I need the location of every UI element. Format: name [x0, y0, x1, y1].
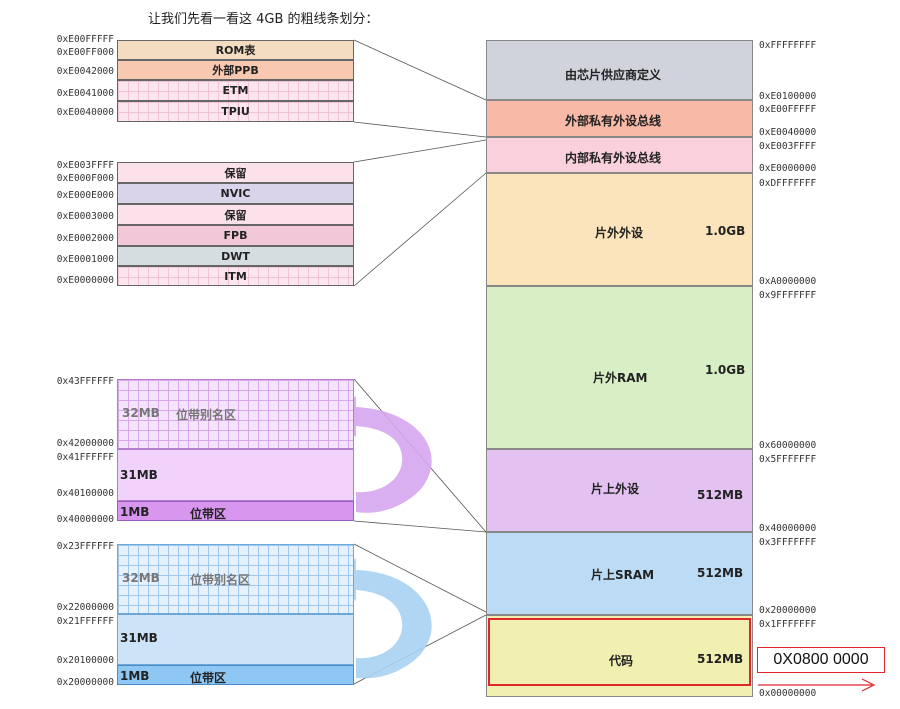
reserved-block-1: 保留 [117, 162, 354, 183]
segment-external-ram-label: 片外RAM [593, 371, 648, 385]
ppb-upper-addr-3: 0xE0041000 [56, 88, 114, 99]
map-addr-5: 0xE0000000 [759, 163, 817, 174]
segment-peripheral: 片上外设 512MB [486, 449, 753, 532]
sram-bb-addr-0: 0x23FFFFFF [56, 541, 114, 552]
segment-external-device-label: 片外外设 [595, 226, 644, 240]
map-addr-9: 0x60000000 [759, 440, 817, 451]
rom-table-block: ROM表 [117, 40, 354, 60]
segment-external-ram: 片外RAM 1.0GB [486, 286, 753, 449]
ppb-lower-addr-1: 0xE000F000 [56, 173, 114, 184]
nvic-block: NVIC [117, 183, 354, 204]
segment-vendor-defined: 由芯片供应商定义 [486, 40, 753, 100]
ppb-upper-addr-1: 0xE00FF000 [56, 47, 114, 58]
itm-block: ITM [117, 266, 354, 286]
map-addr-15: 0x00000000 [759, 688, 817, 699]
map-addr-14: 0x1FFFFFFF [759, 619, 817, 630]
periph-alias-size: 32MB [122, 406, 160, 420]
segment-internal-ppb: 内部私有外设总线 [486, 137, 753, 173]
periph-bb-addr-3: 0x40100000 [56, 488, 114, 499]
dwt-block: DWT [117, 246, 354, 266]
flash-address-callout: 0X0800 0000 [757, 647, 885, 673]
segment-external-ppb-label: 外部私有外设总线 [565, 114, 662, 128]
ppb-lower-addr-6: 0xE0000000 [56, 275, 114, 286]
segment-internal-ppb-label: 内部私有外设总线 [565, 151, 662, 165]
sram-bb-addr-3: 0x20100000 [56, 655, 114, 666]
periph-bb-addr-2: 0x41FFFFFF [56, 452, 114, 463]
map-addr-10: 0x5FFFFFFF [759, 454, 817, 465]
segment-external-ppb: 外部私有外设总线 [486, 100, 753, 137]
segment-code: 代码 512MB [486, 615, 753, 697]
map-addr-8: 0x9FFFFFFF [759, 290, 817, 301]
segment-sram-size: 512MB [697, 566, 744, 580]
map-addr-12: 0x3FFFFFFF [759, 537, 817, 548]
sram-alias-size: 32MB [122, 571, 160, 585]
sram-bb-addr-2: 0x21FFFFFF [56, 616, 114, 627]
flash-arrow [758, 678, 876, 692]
map-addr-3: 0xE0040000 [759, 127, 817, 138]
ppb-lower-addr-2: 0xE000E000 [56, 190, 114, 201]
periph-mid-region: 31MB [117, 449, 354, 501]
segment-code-size: 512MB [697, 652, 744, 666]
map-addr-2: 0xE00FFFFF [759, 104, 817, 115]
sram-bb-addr-4: 0x20000000 [56, 677, 114, 688]
segment-code-label: 代码 [609, 654, 634, 668]
segment-vendor-label: 由芯片供应商定义 [565, 68, 662, 82]
periph-mid-size: 31MB [120, 468, 158, 482]
segment-sram-label: 片上SRAM [591, 568, 655, 582]
periph-band-label: 位带区 [190, 507, 227, 521]
reserved-block-2: 保留 [117, 204, 354, 225]
segment-sram: 片上SRAM 512MB [486, 532, 753, 615]
ppb-lower-addr-5: 0xE0001000 [56, 254, 114, 265]
ppb-lower-addr-4: 0xE0002000 [56, 233, 114, 244]
segment-peripheral-label: 片上外设 [591, 482, 640, 496]
fpb-block: FPB [117, 225, 354, 246]
sram-bb-addr-1: 0x22000000 [56, 602, 114, 613]
ppb-upper-addr-2: 0xE0042000 [56, 66, 114, 77]
external-ppb-block: 外部PPB [117, 60, 354, 80]
segment-external-device: 片外外设 1.0GB [486, 173, 753, 286]
periph-bb-addr-1: 0x42000000 [56, 438, 114, 449]
periph-bb-addr-0: 0x43FFFFFF [56, 376, 114, 387]
periph-alias-label: 位带别名区 [176, 408, 237, 422]
etm-block: ETM [117, 80, 354, 101]
segment-peripheral-size: 512MB [697, 488, 744, 502]
ppb-upper-addr-4: 0xE0040000 [56, 107, 114, 118]
page-title: 让我们先看一看这 4GB 的粗线条划分： [148, 12, 379, 27]
sram-band-size: 1MB [120, 669, 150, 683]
map-addr-4: 0xE003FFFF [759, 141, 817, 152]
segment-external-ram-size: 1.0GB [705, 363, 746, 377]
map-addr-6: 0xDFFFFFFF [759, 178, 817, 189]
map-addr-7: 0xA0000000 [759, 276, 817, 287]
code-highlight-frame [488, 618, 751, 686]
map-addr-13: 0x20000000 [759, 605, 817, 616]
sram-alias-label: 位带别名区 [190, 573, 251, 587]
ppb-lower-addr-0: 0xE003FFFF [56, 160, 114, 171]
sram-band-region: 1MB 位带区 [117, 665, 354, 685]
ppb-upper-addr-0: 0xE00FFFFF [56, 34, 114, 45]
periph-band-size: 1MB [120, 505, 150, 519]
sram-band-label: 位带区 [190, 671, 227, 685]
map-addr-0: 0xFFFFFFFF [759, 40, 817, 51]
periph-band-region: 1MB 位带区 [117, 501, 354, 521]
map-addr-1: 0xE0100000 [759, 91, 817, 102]
sram-mid-size: 31MB [120, 631, 158, 645]
sram-mid-region: 31MB [117, 614, 354, 665]
sram-alias-region: 32MB 位带别名区 [117, 544, 354, 614]
periph-bb-addr-4: 0x40000000 [56, 514, 114, 525]
map-addr-11: 0x40000000 [759, 523, 817, 534]
ppb-lower-addr-3: 0xE0003000 [56, 211, 114, 222]
tpiu-block: TPIU [117, 101, 354, 122]
periph-alias-region: 32MB 位带别名区 [117, 379, 354, 449]
segment-external-device-size: 1.0GB [705, 224, 746, 238]
